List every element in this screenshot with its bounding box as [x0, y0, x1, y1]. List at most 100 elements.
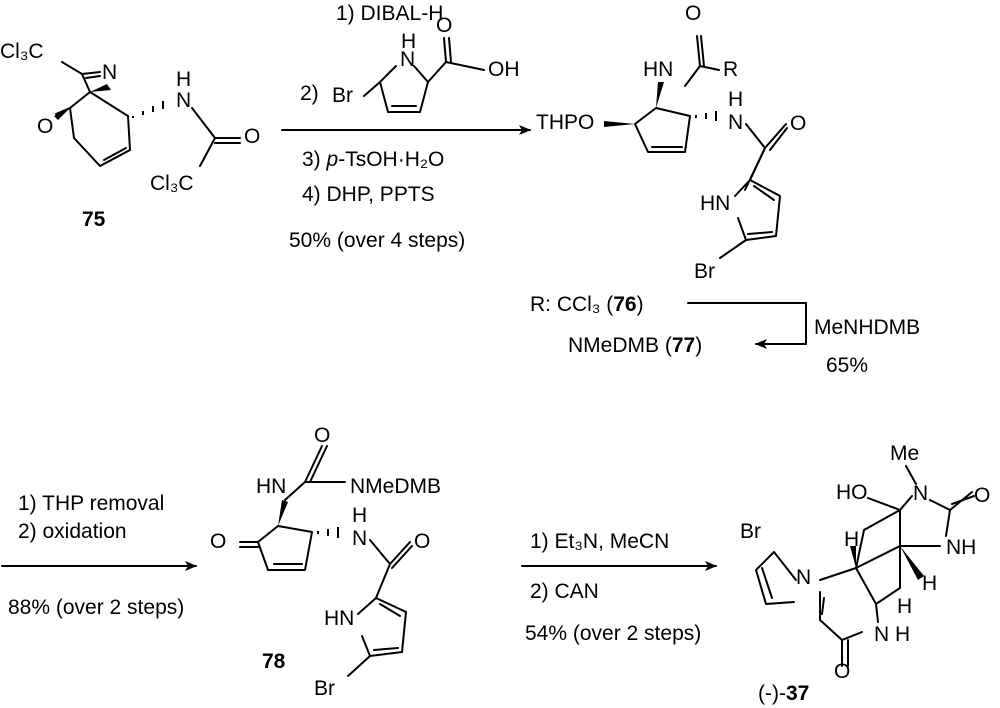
- wedge-37a: [900, 546, 924, 580]
- hn-label: HN: [643, 58, 673, 81]
- h1-label: H: [844, 528, 859, 551]
- amide-bonds-75: [191, 107, 241, 167]
- br-37-label: Br: [740, 520, 761, 543]
- cc-double: [103, 147, 127, 161]
- thpo-label: THPO: [536, 111, 594, 134]
- step1-yield: 50% (over 4 steps): [289, 229, 465, 252]
- r-definition: R: CCl₃ (76): [530, 293, 644, 316]
- c-br-bond-78: [347, 655, 371, 677]
- pyrrole-doubles-76: [747, 185, 775, 235]
- amide-o-label: O: [790, 112, 806, 135]
- compound-37: Me HO N O NH H Br N H H N H O (-)-37: [740, 442, 990, 705]
- hn-pyrrole-78-label: HN: [324, 607, 354, 630]
- amide-o-78-label: O: [414, 530, 430, 553]
- h-lower-label: H: [897, 595, 912, 618]
- urea-bonds: [684, 35, 720, 87]
- step2-yield: 88% (over 2 steps): [8, 596, 184, 619]
- hn-pyrrole-label: HN: [700, 192, 730, 215]
- reagent-ring: [363, 65, 429, 113]
- h-amide-label: H: [176, 68, 191, 91]
- urea-o-label: O: [314, 424, 330, 447]
- step1-r1: 1) DIBAL-H: [336, 2, 443, 25]
- step3-yield: 54% (over 2 steps): [525, 622, 701, 645]
- reagent-br: Br: [332, 84, 353, 107]
- compound-76-77: O HN R H N O THPO HN Br: [536, 2, 806, 283]
- step1-conditions: 1) DIBAL-H 2) Br N H OH O 3) p-TsOH·H₂O …: [281, 2, 531, 252]
- meNHdmb-reagent: MeNHDMB: [814, 316, 920, 339]
- wedge-1: [90, 84, 111, 92]
- compound-75-number: 75: [82, 208, 106, 231]
- hn-78-label: HN: [256, 475, 286, 498]
- pyrrole-n-label: N: [796, 566, 811, 589]
- wedge-37b: [850, 546, 856, 568]
- compound-37-label: (-)-37: [758, 682, 809, 705]
- step2-conditions: 1) THP removal 2) oxidation 88% (over 2 …: [1, 492, 197, 619]
- alt-definition: NMeDMB (77): [568, 334, 702, 357]
- reagent-h: H: [401, 30, 416, 53]
- imidazolidinone-37: [905, 465, 975, 537]
- cl3c-bottom-label: Cl₃C: [150, 172, 194, 195]
- reagent-n: N: [400, 48, 415, 71]
- hash-bond-76: [695, 111, 717, 121]
- n-amide-label: N: [176, 89, 191, 112]
- amide-bonds-78: [369, 539, 413, 599]
- br-78-label: Br: [314, 677, 335, 700]
- me-label: Me: [890, 442, 919, 465]
- o-carbonyl-label: O: [244, 125, 260, 148]
- step3-r2: 2) CAN: [530, 580, 599, 603]
- step1-r4: 4) DHP, PPTS: [302, 183, 435, 206]
- urea-bonds-78: [284, 445, 346, 501]
- reagent-cooh: [427, 37, 485, 83]
- step3-r1: 1) Et₃N, MeCN: [530, 530, 669, 553]
- r-label: R: [723, 58, 738, 81]
- ho-label: HO: [836, 481, 868, 504]
- n-label: N: [728, 111, 743, 134]
- h-right-label: H: [922, 572, 937, 595]
- cyclopentenone-78: [257, 525, 313, 571]
- wedge-76b: [604, 121, 635, 127]
- compound-75: Cl₃C N O N H O Cl₃C 75: [0, 40, 260, 231]
- wedge-78: [278, 500, 288, 526]
- step1-r2-prefix: 2): [300, 82, 319, 105]
- step1-r3: 3) p-TsOH·H₂O: [302, 148, 444, 171]
- ketone-double: [239, 541, 259, 548]
- step2-r2: 2) oxidation: [18, 520, 127, 543]
- step2-r1: 1) THP removal: [18, 492, 164, 515]
- amide-h-label: H: [895, 623, 910, 646]
- br-label: Br: [694, 260, 715, 283]
- reagent-o: O: [436, 14, 452, 37]
- conversion-bracket: [687, 302, 807, 345]
- h-label: H: [728, 88, 743, 111]
- pyrrole-76: [734, 147, 781, 241]
- lactam-o-label: O: [834, 660, 850, 683]
- n-ring-label: N: [102, 61, 117, 84]
- carbonyl-o-label: O: [685, 2, 701, 25]
- pyrrole-doubles-37: [761, 567, 825, 615]
- nmedmb-label: NMeDMB: [350, 475, 441, 498]
- n-78-label: N: [352, 527, 367, 550]
- pyrrole-37: [755, 551, 843, 641]
- wedge-76a: [656, 82, 664, 108]
- oxazoline-bonds: [55, 61, 101, 115]
- cyclopentene-bonds: [69, 91, 131, 167]
- compound-78: O HN NMeDMB H N O O HN Br 78: [210, 424, 441, 700]
- pyrrole-78: [357, 597, 407, 657]
- reagent-oh: OH: [488, 58, 520, 81]
- ketone-o-label: O: [210, 530, 226, 553]
- h-78-label: H: [352, 504, 367, 527]
- cn-double: [85, 75, 101, 79]
- lactam-37: [819, 567, 879, 667]
- o-ring-label: O: [37, 115, 53, 138]
- nh-37-label: NH: [946, 536, 976, 559]
- bromopyrrole-acid: Br N H OH O: [332, 14, 520, 113]
- pyrrole-doubles-78: [373, 603, 401, 651]
- wedge-2: [54, 108, 70, 120]
- bicycle-37-b: [855, 509, 901, 605]
- compound-78-number: 78: [262, 650, 286, 673]
- n-top-label: N: [913, 482, 928, 505]
- cl3c-top-label: Cl₃C: [0, 40, 44, 63]
- substituent-note: R: CCl₃ (76) NMeDMB (77) MeNHDMB 65%: [530, 293, 920, 377]
- c-br-bond-76: [719, 239, 747, 259]
